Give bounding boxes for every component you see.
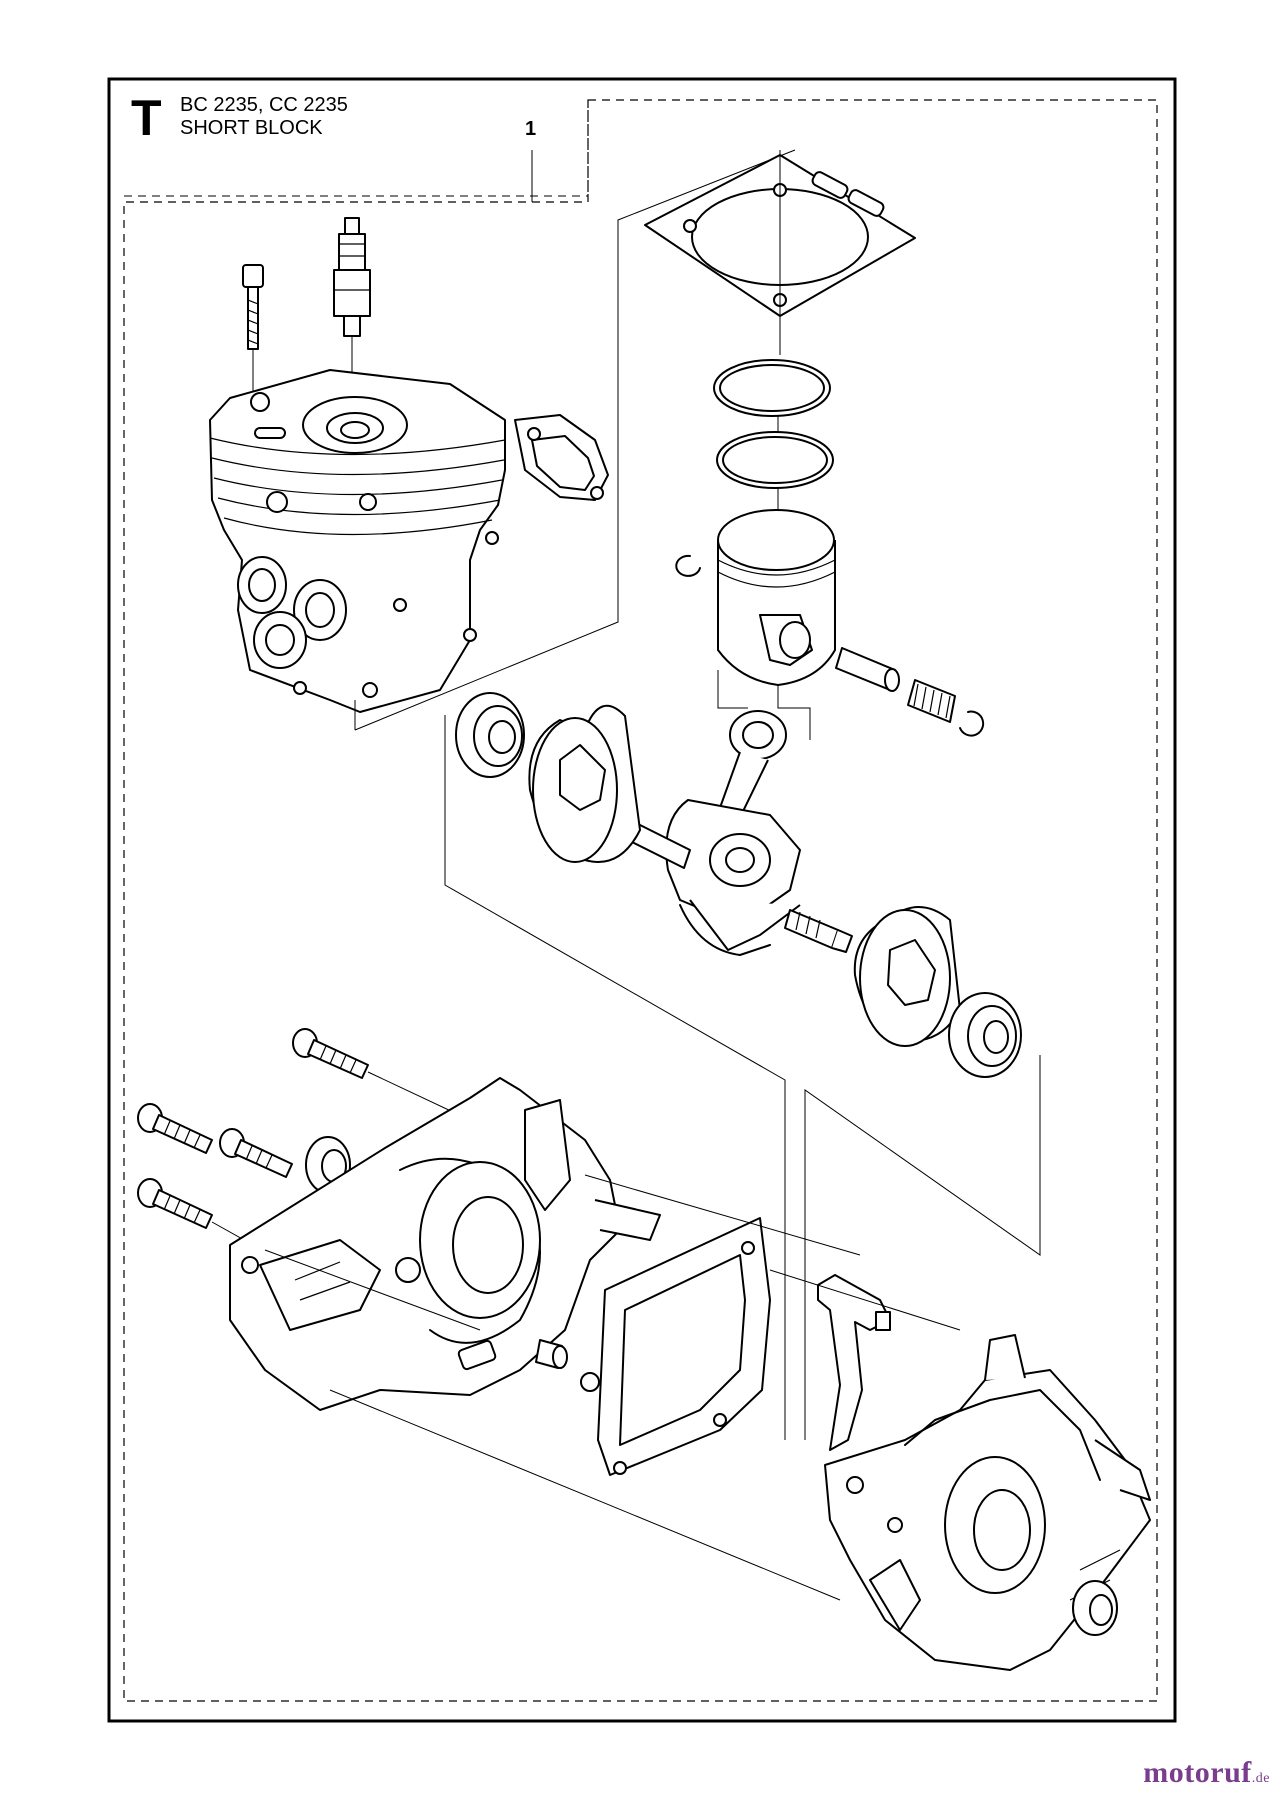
bearing-right-icon [948, 992, 1022, 1078]
watermark-domain: .de [1251, 1771, 1270, 1786]
needle-bearing-icon [907, 679, 956, 723]
crankcase-bolt-4-icon [137, 1178, 263, 1251]
spark-plug-icon [333, 217, 371, 420]
assembly-group-boundary [123, 99, 1158, 1702]
crankcase-left-leader [264, 1249, 841, 1601]
piston-ring-upper-icon [713, 359, 831, 417]
crank-left-leader [444, 715, 786, 1440]
circlip-right-icon [959, 710, 985, 737]
page-title: SHORT BLOCK [180, 117, 323, 139]
crankcase-left-icon [229, 1077, 661, 1411]
bearing-left-icon [455, 692, 525, 778]
crankcase-bolt-1-icon [292, 1028, 471, 1121]
cylinder-leader [354, 149, 796, 731]
watermark-brand: motoruf [1143, 1756, 1252, 1789]
piston-ring-lower-icon [716, 431, 834, 489]
crank-right-leader [804, 1055, 1041, 1440]
model-numbers: BC 2235, CC 2235 [180, 94, 348, 116]
crankcase-bolt-2-icon [137, 1103, 213, 1154]
crankcase-gasket-icon [580, 1217, 771, 1476]
circlip-left-icon [675, 554, 701, 577]
exhaust-gasket-icon [514, 414, 609, 501]
crank-web-right-icon [853, 906, 961, 1047]
callout-number: 1 [525, 118, 537, 140]
intake-bracket-icon [817, 1274, 891, 1451]
piston-icon [717, 509, 836, 686]
crankshaft-icon [613, 710, 853, 956]
piston-pin-icon [835, 647, 900, 692]
crank-web-left-icon [528, 704, 641, 863]
seal-right-icon [1072, 1580, 1118, 1636]
crankcase-right-leader [584, 1174, 961, 1331]
outer-frame [107, 77, 1177, 1723]
dowel-1-icon [535, 1339, 568, 1369]
section-letter: T [131, 90, 162, 146]
cylinder-icon [209, 369, 506, 713]
crankcase-bolt-3-icon [219, 1128, 293, 1178]
crankcase-right-icon [824, 1334, 1151, 1671]
watermark: motoruf.de [1143, 1756, 1270, 1790]
